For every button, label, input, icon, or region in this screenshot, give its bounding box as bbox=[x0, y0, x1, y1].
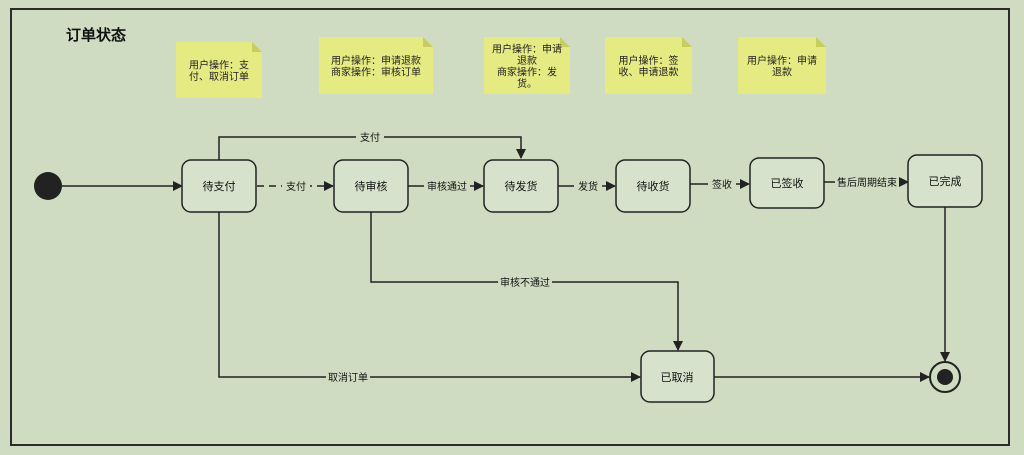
note-4: 用户操作：签收、申请退款 bbox=[605, 37, 692, 94]
svg-text:售后周期结束: 售后周期结束 bbox=[837, 176, 897, 189]
edge-label-after-sale-end: 售后周期结束 bbox=[835, 175, 899, 189]
svg-text:发货: 发货 bbox=[578, 180, 598, 193]
edge-label-sign: 签收 bbox=[708, 177, 736, 191]
state-completed: 已完成 bbox=[907, 154, 983, 208]
state-pending-receive: 待收货 bbox=[615, 159, 691, 213]
edge-label-cancel-order: 取消订单 bbox=[326, 370, 370, 384]
edge-label-ship: 发货 bbox=[574, 179, 602, 193]
state-signed: 已签收 bbox=[749, 157, 825, 209]
state-pending-pay: 待支付 bbox=[181, 159, 257, 213]
note-line: 商家操作：审核订单 bbox=[331, 65, 421, 78]
svg-text:待支付: 待支付 bbox=[203, 179, 236, 193]
svg-text:待发货: 待发货 bbox=[505, 179, 538, 193]
note-line: 退款 bbox=[517, 54, 537, 67]
edge-label-pay-dashed: 支付 bbox=[282, 179, 310, 193]
svg-text:待审核: 待审核 bbox=[355, 179, 388, 193]
note-line: 货。 bbox=[517, 77, 537, 90]
note-1: 用户操作：支付、取消订单 bbox=[176, 42, 262, 98]
final-node bbox=[929, 361, 961, 393]
note-line: 用户操作：申请 bbox=[492, 42, 562, 55]
diagram-frame bbox=[10, 8, 1010, 446]
svg-text:签收: 签收 bbox=[712, 178, 732, 191]
svg-text:已取消: 已取消 bbox=[661, 370, 694, 384]
diagram-title: 订单状态 bbox=[66, 26, 126, 44]
state-pending-review: 待审核 bbox=[333, 159, 409, 213]
note-line: 付、取消订单 bbox=[189, 70, 249, 83]
edge-label-review-fail: 审核不通过 bbox=[498, 275, 552, 289]
note-line: 用户操作：申请 bbox=[747, 54, 817, 67]
note-line: 用户操作：支 bbox=[189, 58, 249, 71]
note-5: 用户操作：申请退款 bbox=[738, 37, 826, 94]
initial-node bbox=[34, 172, 62, 200]
note-line: 退款 bbox=[772, 65, 792, 78]
svg-text:已签收: 已签收 bbox=[771, 176, 804, 190]
svg-text:审核通过: 审核通过 bbox=[427, 180, 467, 193]
edge-label-pay-top: 支付 bbox=[356, 130, 384, 144]
note-line: 商家操作：发 bbox=[497, 65, 557, 78]
edge-cancel-order bbox=[218, 212, 641, 382]
note-line: 收、申请退款 bbox=[619, 65, 679, 78]
svg-text:审核不通过: 审核不通过 bbox=[500, 276, 550, 289]
note-line: 用户操作：签 bbox=[619, 54, 679, 67]
svg-text:支付: 支付 bbox=[360, 131, 380, 144]
state-pending-ship: 待发货 bbox=[483, 159, 559, 213]
svg-text:支付: 支付 bbox=[286, 180, 306, 193]
note-line: 用户操作：申请退款 bbox=[331, 54, 421, 67]
edge-label-review-pass: 审核通过 bbox=[424, 179, 470, 193]
state-cancelled: 已取消 bbox=[640, 350, 715, 403]
svg-text:待收货: 待收货 bbox=[637, 179, 670, 193]
svg-text:已完成: 已完成 bbox=[929, 174, 962, 188]
svg-text:取消订单: 取消订单 bbox=[328, 371, 368, 384]
